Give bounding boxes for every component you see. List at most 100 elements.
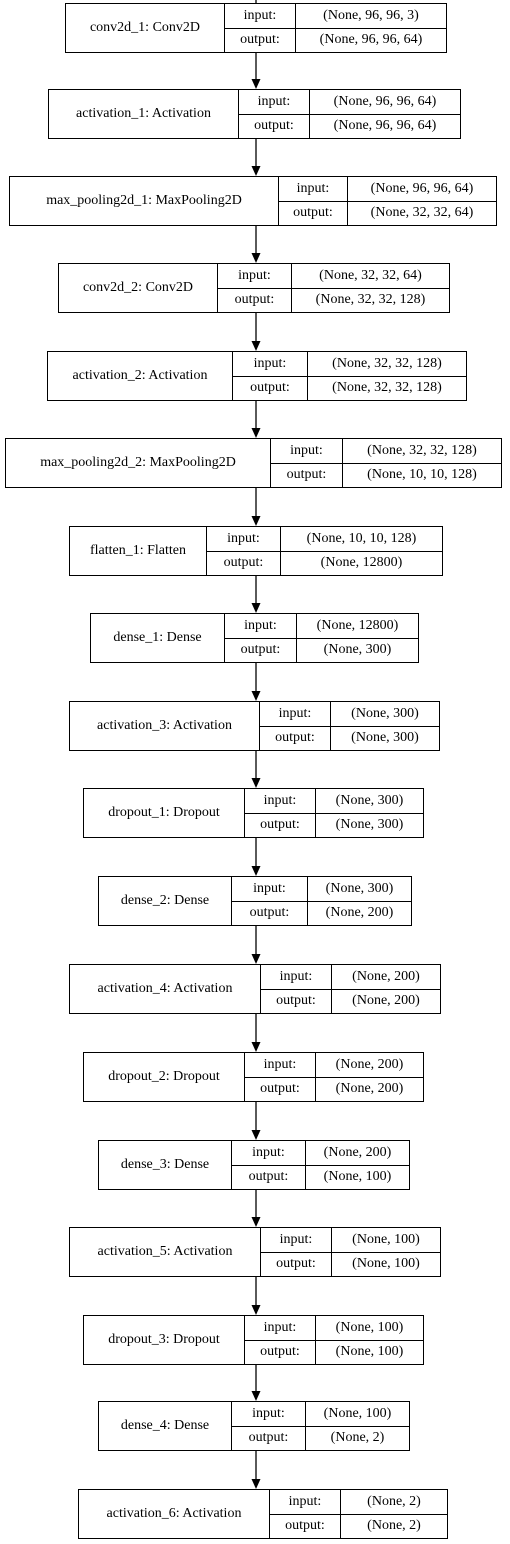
- input-shape: (None, 32, 32, 128): [367, 442, 477, 458]
- input-row: input:(None, 200): [261, 965, 440, 989]
- input-row: input:(None, 32, 32, 128): [271, 439, 501, 463]
- arrowhead: [251, 166, 261, 176]
- output-shape: (None, 300): [351, 730, 419, 746]
- output-row: output: (None, 32, 32, 128): [218, 287, 449, 312]
- output-shape: (None, 2): [330, 1430, 385, 1446]
- input-row: input:(None, 300): [260, 702, 439, 726]
- input-shape: (None, 10, 10, 128): [306, 530, 417, 546]
- io-table: input:(None, 96, 96, 3)output: (None, 96,…: [225, 4, 446, 52]
- arrowhead: [251, 603, 261, 613]
- input-row: input: (None, 32, 32, 128): [233, 352, 466, 376]
- io-table: input:(None, 100)output:(None, 100): [261, 1228, 440, 1276]
- output-shape: (None, 100): [323, 1169, 392, 1185]
- output-label: output:: [271, 463, 343, 487]
- arrowhead: [251, 778, 261, 788]
- output-row: output:(None, 2): [270, 1513, 447, 1538]
- input-label: input:: [279, 177, 348, 201]
- output-shape: (None, 96, 96, 64): [333, 118, 437, 134]
- output-shape: (None, 300): [335, 817, 404, 833]
- layer-name: activation_4: Activation: [70, 965, 261, 1013]
- output-shape: (None, 96, 96, 64): [319, 32, 423, 48]
- input-row: input:(None, 200): [232, 1141, 409, 1165]
- io-table: input:(None, 96, 96, 64)output:(None, 32…: [279, 177, 496, 225]
- input-label: input:: [207, 527, 281, 551]
- io-table: input:(None, 10, 10, 128)output:(None, 1…: [207, 527, 442, 575]
- output-label: output:: [260, 726, 331, 750]
- input-row: input:(None, 12800): [225, 614, 418, 638]
- io-table: input: (None, 32, 32, 64) output: (None, 32…: [218, 264, 449, 312]
- output-label: output:: [233, 376, 308, 400]
- io-table: input:(None, 32, 32, 128)output: (None, 1…: [271, 439, 501, 487]
- input-label: input:: [218, 264, 292, 288]
- output-row: output:(None, 100): [232, 1164, 409, 1189]
- output-label: output:: [225, 28, 296, 52]
- output-shape: (None, 200): [335, 1081, 404, 1097]
- output-label: output:: [279, 201, 348, 225]
- io-table: input:(None, 200)output:(None, 100): [232, 1141, 409, 1189]
- input-shape: (None, 32, 32, 64): [319, 267, 422, 283]
- output-label: output:: [218, 288, 292, 312]
- arrowhead: [251, 79, 261, 89]
- input-label: input:: [232, 1141, 306, 1165]
- io-table: input:(None, 300)output:(None, 300): [245, 789, 423, 837]
- output-label: output:: [239, 114, 310, 138]
- output-shape: (None, 12800): [320, 555, 403, 571]
- layer-name: dropout_3: Dropout: [84, 1316, 245, 1364]
- io-table: input: (None, 32, 32, 128)output: (None, 3…: [233, 352, 466, 400]
- input-shape: (None, 200): [335, 1056, 404, 1072]
- input-row: input: (None, 32, 32, 64): [218, 264, 449, 288]
- output-shape: (None, 10, 10, 128): [367, 467, 477, 483]
- layer-name: activation_3: Activation: [70, 702, 260, 750]
- output-shape: (None, 100): [335, 1344, 404, 1360]
- layer-name: activation_2: Activation: [48, 352, 233, 400]
- output-row: output:(None, 32, 32, 64): [279, 200, 496, 225]
- output-shape: (None, 200): [325, 905, 394, 921]
- output-row: output:(None, 300): [245, 812, 423, 837]
- output-row: output: (None, 96, 96, 64): [239, 113, 460, 138]
- io-table: input:(None, 300)output: (None, 300): [260, 702, 439, 750]
- layer-name: conv2d_2: Conv2D: [59, 264, 218, 312]
- layer-name: dense_3: Dense: [99, 1141, 232, 1189]
- output-row: output:(None, 300): [225, 637, 418, 662]
- input-shape: (None, 100): [323, 1405, 392, 1421]
- layer-name: activation_1: Activation: [49, 90, 239, 138]
- input-label: input:: [245, 1053, 316, 1077]
- input-shape: (None, 2): [367, 1493, 421, 1509]
- arrowhead: [251, 1130, 261, 1140]
- layer-name: max_pooling2d_2: MaxPooling2D: [6, 439, 271, 487]
- arrowhead: [251, 691, 261, 701]
- input-shape: (None, 300): [335, 792, 404, 808]
- io-table: input:(None, 300)output:(None, 200): [232, 877, 411, 925]
- input-row: input:(None, 96, 96, 64): [279, 177, 496, 201]
- layer-name: dropout_2: Dropout: [84, 1053, 245, 1101]
- input-shape: (None, 200): [352, 968, 420, 984]
- output-row: output: (None, 300): [260, 725, 439, 750]
- input-label: input:: [239, 90, 310, 114]
- input-shape: (None, 300): [325, 880, 394, 896]
- input-label: input:: [245, 789, 316, 813]
- arrowhead: [251, 1305, 261, 1315]
- input-shape: (None, 32, 32, 128): [332, 355, 442, 371]
- input-row: input: (None, 10, 10, 128): [207, 527, 442, 551]
- io-table: input:(None, 100)output:(None, 2): [232, 1402, 409, 1450]
- input-shape: (None, 100): [335, 1319, 404, 1335]
- output-row: output:(None, 200): [245, 1076, 423, 1101]
- output-shape: (None, 32, 32, 128): [315, 292, 426, 308]
- io-table: input:(None, 200)output:(None, 200): [261, 965, 440, 1013]
- input-row: input:(None, 96, 96, 3): [225, 4, 446, 28]
- input-label: input:: [260, 702, 331, 726]
- output-label: output:: [270, 1514, 341, 1538]
- input-label: input:: [233, 352, 308, 376]
- output-label: output:: [225, 638, 297, 662]
- output-row: output:(None, 200): [232, 900, 411, 925]
